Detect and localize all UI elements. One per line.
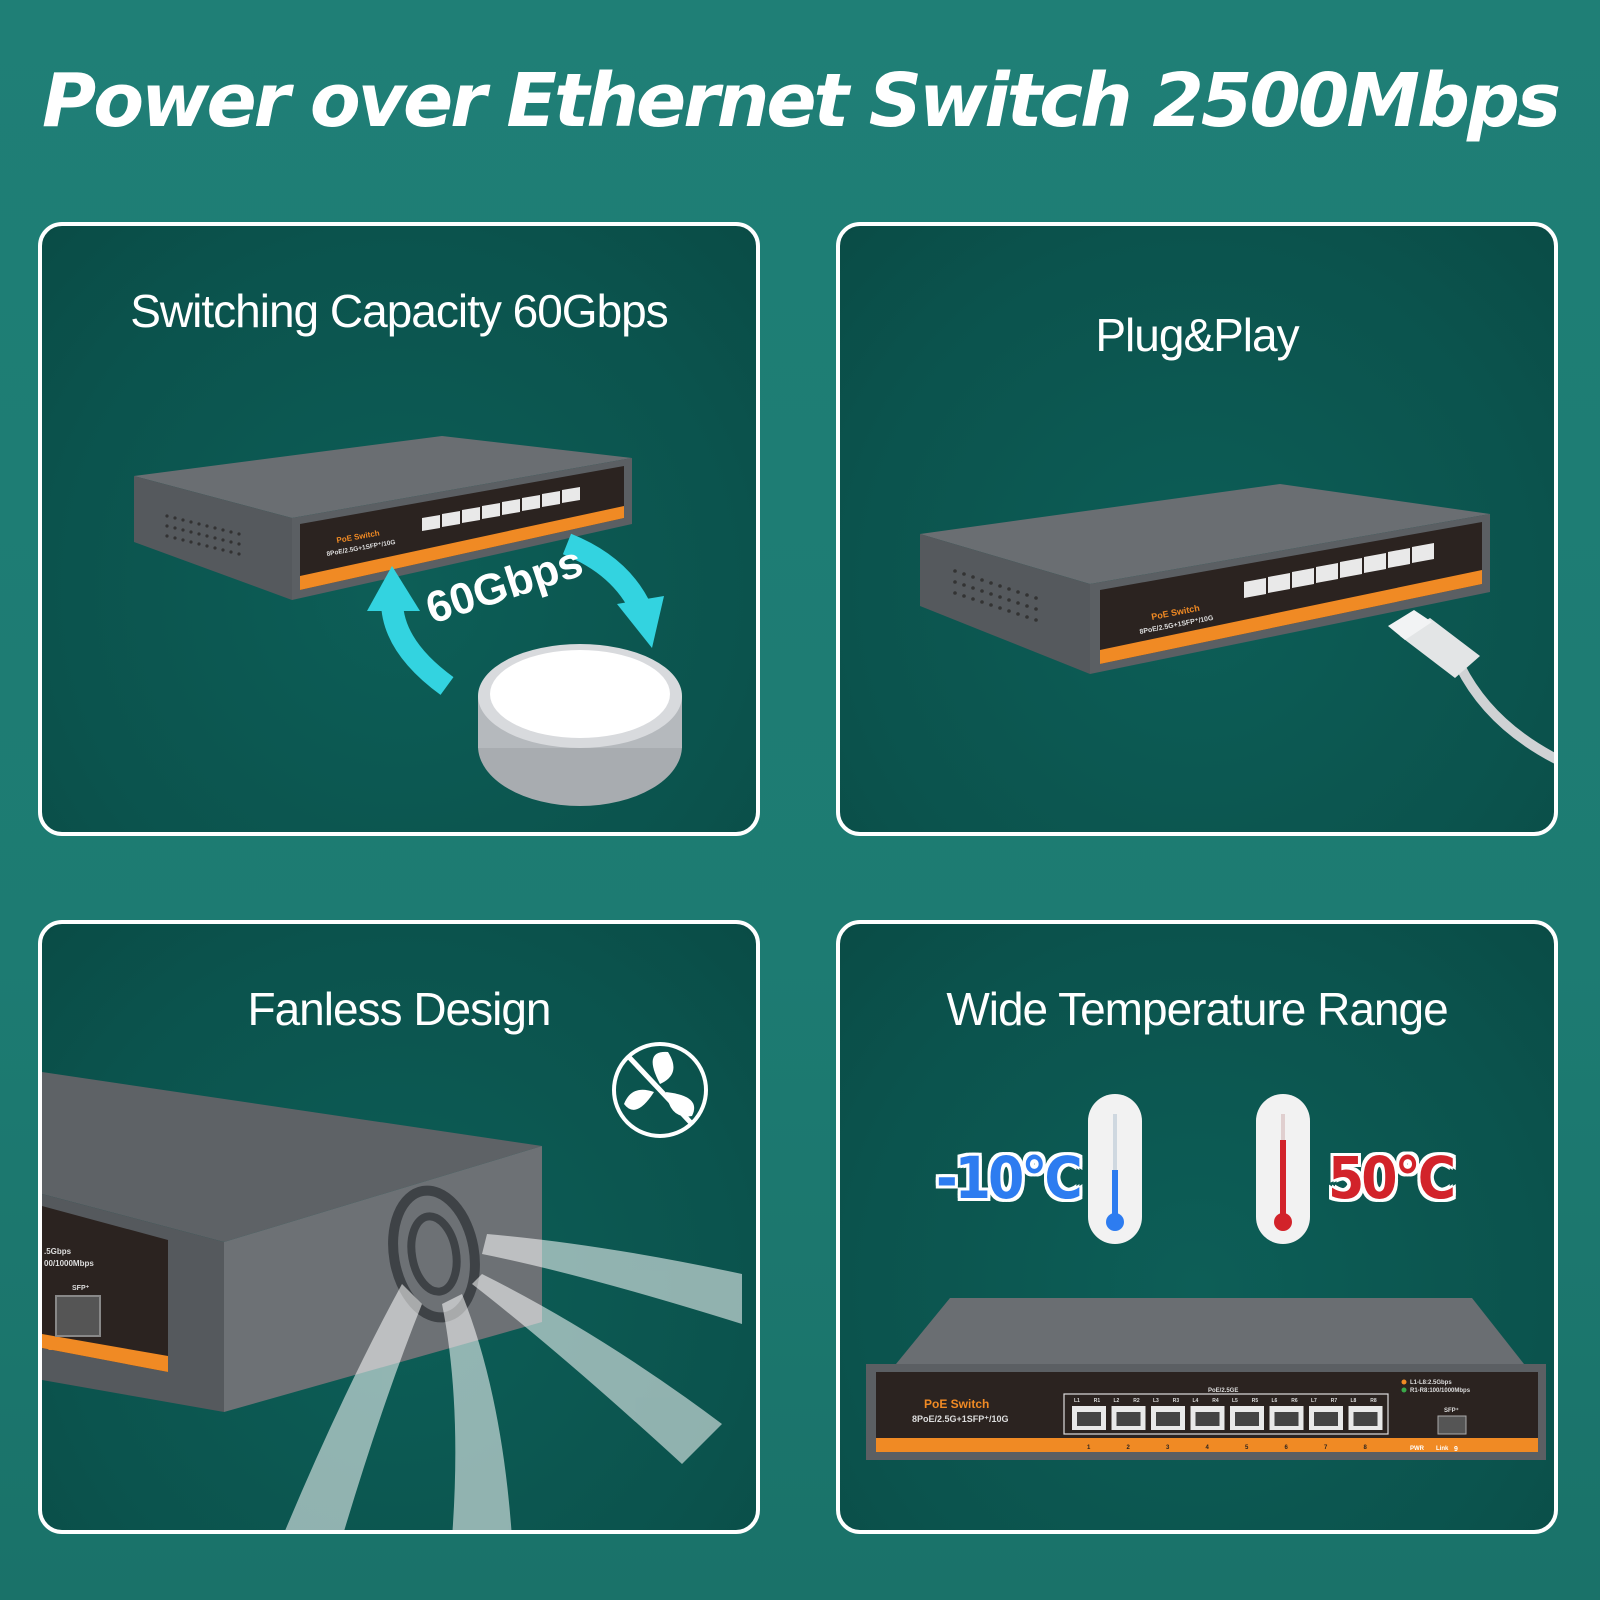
switch-orange-strip: [300, 506, 624, 590]
switch-illustration: PoE Switch 8PoE/2.5G+1SFP⁺/10G 60Gbps: [134, 436, 682, 806]
ethernet-port-socket: [1353, 1412, 1378, 1426]
led-label: R8: [1370, 1398, 1377, 1404]
led-label: R7: [1331, 1398, 1338, 1404]
switch-orange-strip: [876, 1438, 1538, 1452]
device-model: 8PoE/2.5G+1SFP⁺/10G: [912, 1414, 1009, 1424]
port-group-label: PoE/2.5GE: [1208, 1388, 1238, 1394]
switch-side: [920, 534, 1090, 674]
page-headline: Power over Ethernet Switch 2500Mbps: [42, 58, 1561, 144]
chip-puck-top: [490, 650, 670, 738]
panel-fanless-design: Fanless Design .5Gbps 00/1000Mbps SFP⁺ L…: [38, 920, 760, 1534]
link-label: Link: [1436, 1446, 1449, 1452]
switch-orange-strip: [1100, 570, 1482, 664]
sfp-port: [55, 1295, 101, 1337]
port-number: 3: [1166, 1445, 1170, 1451]
temp-low-label: -10°C: [936, 1144, 1083, 1212]
led-label: L6: [1272, 1398, 1278, 1404]
link-label: Link: [48, 1345, 62, 1352]
switch-vents: [165, 514, 241, 556]
ethernet-port-socket: [1077, 1412, 1101, 1426]
rj45-connector: [1388, 610, 1432, 640]
led-label: R4: [1212, 1398, 1219, 1404]
ethernet-port-socket: [1156, 1412, 1180, 1426]
ethernet-port-socket: [1116, 1412, 1141, 1426]
led-label: R3: [1173, 1398, 1180, 1404]
legend-line-2: R1-R8:100/1000Mbps: [1410, 1388, 1471, 1394]
panel-title: Fanless Design: [247, 983, 551, 1035]
panel-plug-play: Plug&Play PoE Switch 8PoE/2.5G+1SFP⁺/10G: [836, 222, 1558, 836]
side-speed-2: 00/1000Mbps: [44, 1259, 94, 1268]
pwr-label: PWR: [1410, 1446, 1425, 1452]
led-label: L2: [1114, 1398, 1120, 1404]
rj45-plug: [1400, 618, 1480, 678]
led-label: R5: [1252, 1398, 1259, 1404]
ethernet-port-socket: [1314, 1412, 1338, 1426]
ethernet-port-socket: [1195, 1412, 1220, 1426]
sfp-label: SFP⁺: [1444, 1407, 1459, 1414]
switch-orange-strip: [42, 1334, 168, 1372]
ethernet-port-socket: [1274, 1412, 1299, 1426]
led-label: L8: [1351, 1398, 1357, 1404]
legend-line-1: L1-L8:2.5Gbps: [1410, 1380, 1452, 1386]
arrow-up-head: [367, 566, 420, 611]
led-label: L1: [1074, 1398, 1080, 1404]
hot-thermometer-icon: [1256, 1094, 1310, 1244]
switch-top: [42, 1072, 542, 1242]
panel-title: Plug&Play: [1095, 309, 1299, 361]
switch-illustration: PoE Switch 8PoE/2.5G+1SFP⁺/10G: [920, 484, 1554, 764]
device-label: PoE Switch: [924, 1397, 989, 1411]
led-label: R6: [1291, 1398, 1298, 1404]
port-number: 7: [1324, 1445, 1328, 1451]
cold-thermometer-icon: [1088, 1094, 1142, 1244]
led-label: L5: [1232, 1398, 1238, 1404]
temp-high-label: 50°C: [1328, 1144, 1456, 1212]
port-numbers: 1 2 3 4 5 6 7 8: [1087, 1445, 1368, 1451]
ethernet-port-socket: [1235, 1412, 1259, 1426]
switch-ports: [1244, 543, 1434, 598]
panel-title: Wide Temperature Range: [946, 983, 1448, 1035]
led-label: L7: [1311, 1398, 1317, 1404]
switch-side: [134, 476, 292, 600]
port-group-frame: [1063, 1393, 1389, 1435]
panel-wide-temperature: Wide Temperature Range -10°C 50°C PoE Sw…: [836, 920, 1558, 1534]
no-fan-icon: [612, 1042, 708, 1138]
legend-led-green: [1401, 1387, 1407, 1393]
switch-top: [134, 436, 632, 518]
temperature-illustration: PoE Switch 8PoE/2.5G+1SFP⁺/10G PoE/2.5GE…: [866, 1094, 1546, 1460]
air-flow: [285, 1234, 742, 1530]
switch-top: [920, 484, 1490, 584]
port-number: 6: [1285, 1445, 1289, 1451]
led-label: R2: [1133, 1398, 1140, 1404]
vent-ring-inner: [407, 1212, 461, 1296]
link-number: 9: [76, 1347, 81, 1356]
port-number: 8: [1364, 1445, 1368, 1451]
led-label: L4: [1193, 1398, 1199, 1404]
switch-ports: [422, 487, 580, 531]
ethernet-cable: [1455, 663, 1554, 764]
led-label: L3: [1153, 1398, 1159, 1404]
port-number: 2: [1127, 1445, 1131, 1451]
port-number: 1: [1087, 1445, 1091, 1451]
port-number: 4: [1206, 1445, 1210, 1451]
panel-switching-capacity: Switching Capacity 60Gbps PoE Switch 8Po…: [38, 222, 760, 836]
led-labels: L1 R1 L2 R2 L3 R3 L4 R4 L5 R5 L6 R6 L7 R7 L8 R8: [1074, 1398, 1377, 1404]
switch-vents: [953, 569, 1038, 622]
side-speed: .5Gbps: [44, 1247, 72, 1256]
sfp-port: [1437, 1415, 1467, 1435]
legend-led-orange: [1401, 1379, 1407, 1385]
arrow-down-head: [617, 596, 664, 648]
switch-ports: [1072, 1406, 1383, 1430]
switch-top: [896, 1298, 1524, 1364]
led-label: R1: [1094, 1398, 1101, 1404]
port-number: 5: [1245, 1445, 1249, 1451]
sfp-label: SFP⁺: [72, 1285, 90, 1292]
switch-front-panel: [1100, 522, 1482, 664]
panel-title: Switching Capacity 60Gbps: [130, 285, 669, 337]
link-number: 9: [1454, 1446, 1458, 1453]
switch-illustration: .5Gbps 00/1000Mbps SFP⁺ Link 9: [42, 1042, 742, 1530]
